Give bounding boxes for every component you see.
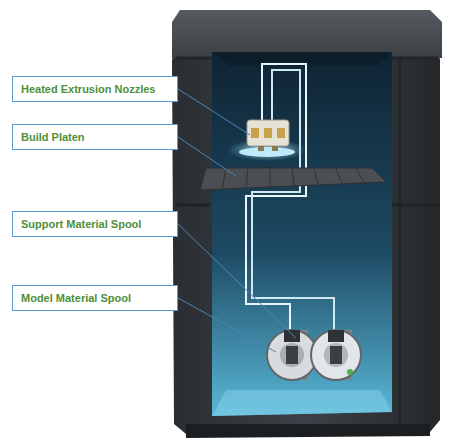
chamber-floor bbox=[212, 390, 392, 416]
leader-line bbox=[178, 298, 276, 352]
nozzle bbox=[251, 128, 259, 138]
callout-label: Build Platen bbox=[21, 131, 85, 143]
nozzle bbox=[264, 128, 272, 138]
nozzle bbox=[277, 128, 285, 138]
build-platen bbox=[200, 168, 386, 190]
build-chamber bbox=[212, 52, 392, 416]
extrusion-head bbox=[247, 120, 289, 146]
callout-label: Model Material Spool bbox=[21, 292, 131, 304]
nozzle-tip bbox=[272, 146, 278, 151]
callout-box: Support Material Spool bbox=[12, 211, 178, 237]
spool bbox=[311, 330, 361, 380]
spool bbox=[267, 330, 317, 380]
nozzle-glow-core bbox=[239, 147, 295, 157]
platen-slats bbox=[222, 168, 364, 189]
callout-label: Support Material Spool bbox=[21, 218, 141, 230]
cabinet bbox=[172, 40, 440, 434]
filament-tube bbox=[252, 70, 334, 330]
callout-box: Build Platen bbox=[12, 124, 178, 150]
side-seam bbox=[399, 60, 401, 425]
leader-line bbox=[178, 137, 236, 176]
nozzle-tip bbox=[258, 146, 264, 151]
top-cap bbox=[172, 10, 442, 58]
base bbox=[186, 424, 430, 438]
leader-line bbox=[178, 89, 250, 135]
leader-line bbox=[178, 224, 296, 338]
callout-label: Heated Extrusion Nozzles bbox=[21, 83, 155, 95]
callout-box: Model Material Spool bbox=[12, 285, 178, 311]
callout-box: Heated Extrusion Nozzles bbox=[12, 76, 178, 102]
filament-tube bbox=[246, 64, 306, 330]
